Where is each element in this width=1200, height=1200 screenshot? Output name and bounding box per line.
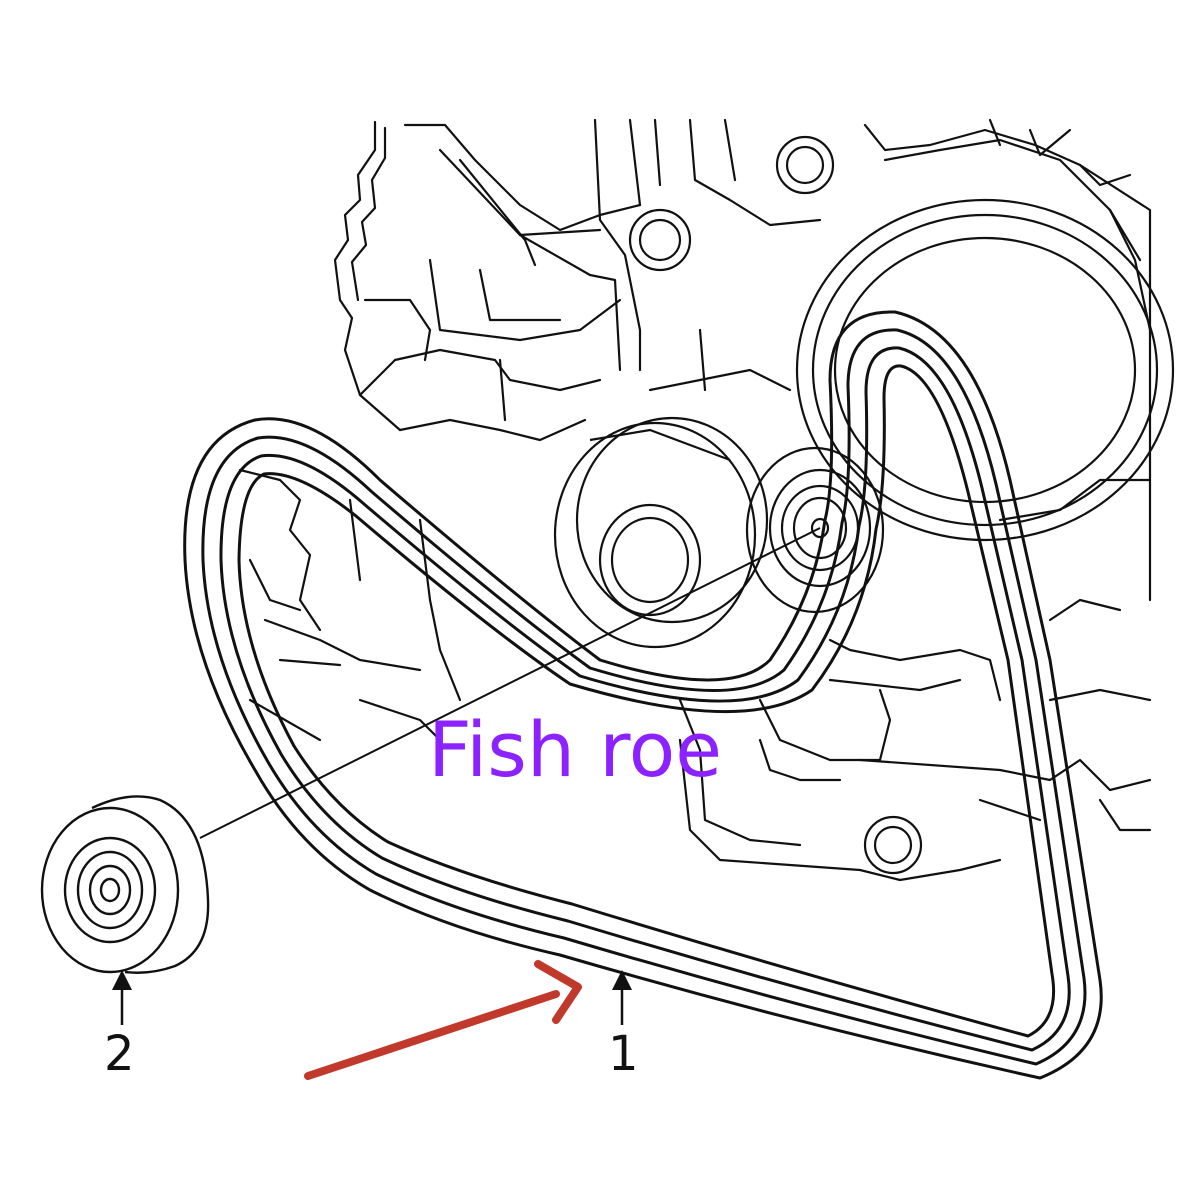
watermark-text: Fish roe [428,705,723,794]
accessory-pulley [553,416,769,649]
engine-block-outline [238,118,1152,882]
idler-pulley [40,795,210,974]
leader-line [199,527,821,839]
crankshaft-pulley [795,198,1175,542]
red-pointer-arrow [304,960,582,1080]
callout-number-2: 2 [104,1026,135,1082]
callout-number-1: 1 [608,1026,639,1082]
serpentine-belt [183,310,1103,1080]
